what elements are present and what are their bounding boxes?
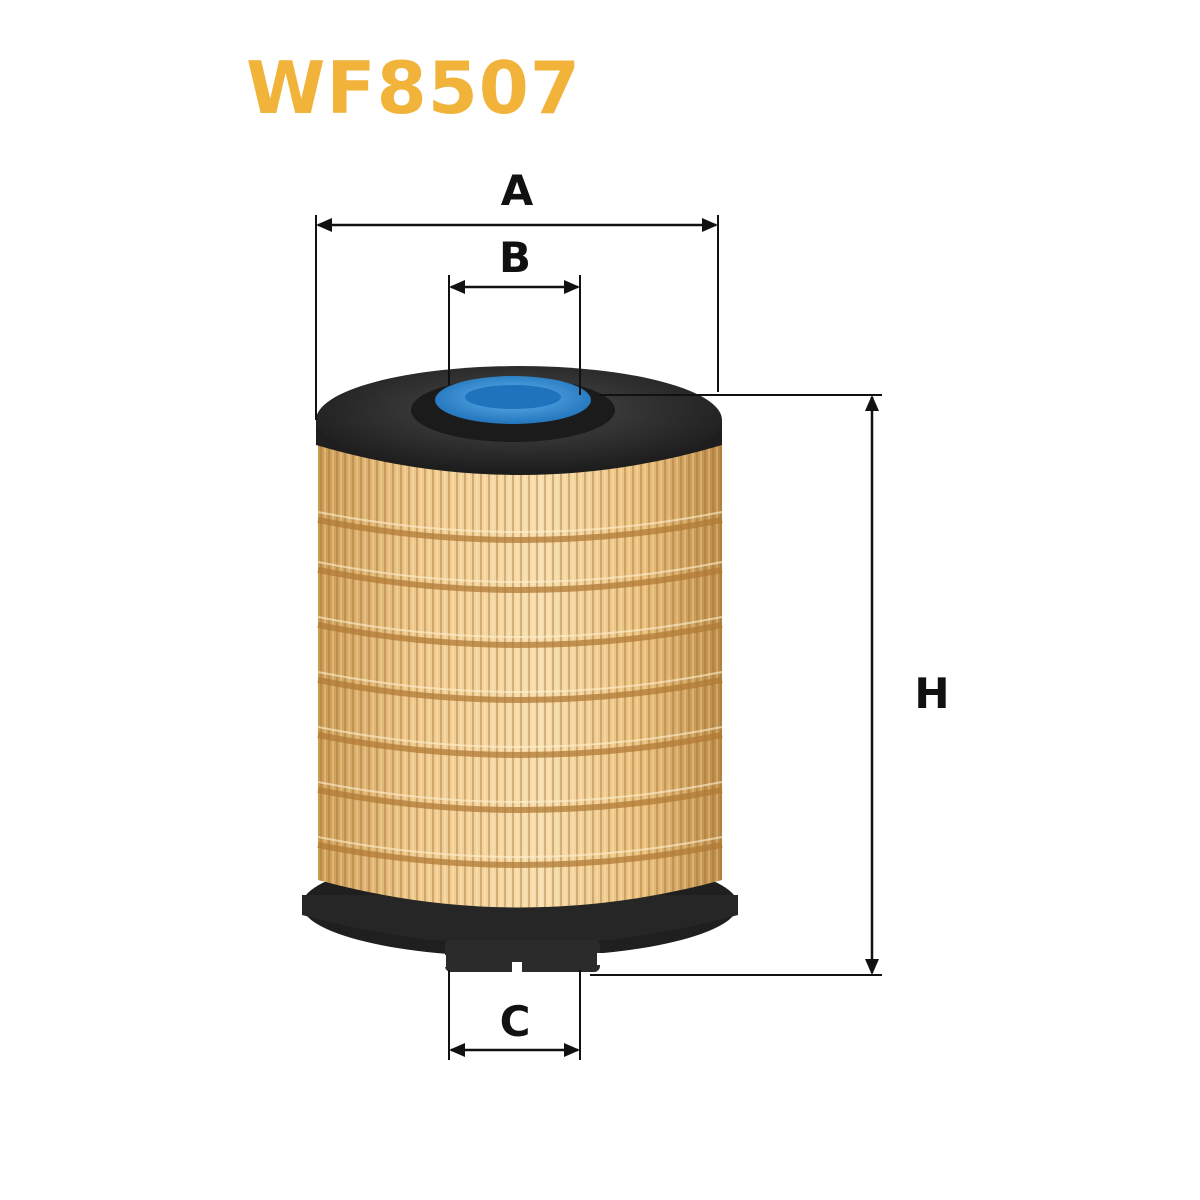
dimension-b-label: B	[499, 233, 531, 282]
dimension-h-label: H	[914, 669, 949, 718]
dimension-c: C	[448, 970, 581, 1060]
dimension-h: H	[590, 394, 950, 976]
dimension-b: B	[448, 233, 581, 395]
product-code-title: WF8507	[246, 46, 581, 130]
blue-seal	[411, 376, 615, 442]
filter-media	[317, 440, 723, 908]
dimension-a-label: A	[501, 166, 534, 215]
dimension-c-label: C	[500, 997, 531, 1046]
dimension-a: A	[315, 166, 719, 420]
